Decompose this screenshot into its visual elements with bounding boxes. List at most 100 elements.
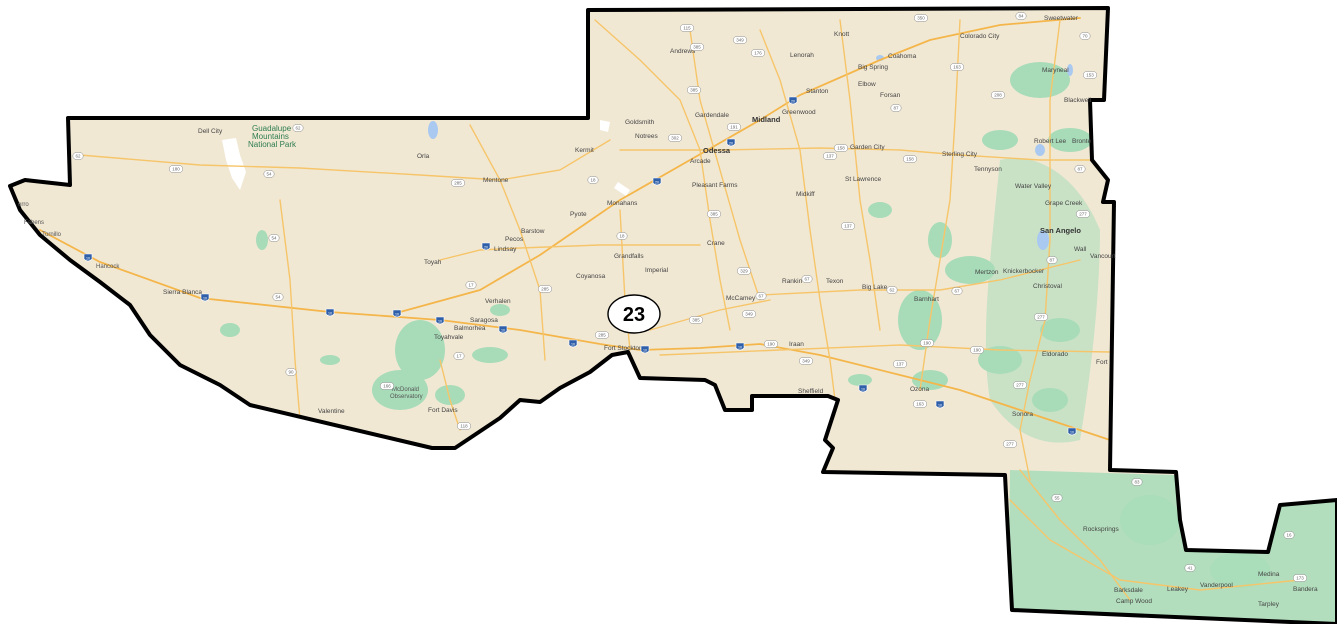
place-barnhart: Barnhart bbox=[914, 296, 939, 303]
place-arcade: Arcade bbox=[690, 158, 711, 165]
route-shield-icon bbox=[285, 368, 297, 376]
place-toyah: Toyah bbox=[424, 259, 442, 266]
highway-shield-tx18-b: 18 bbox=[616, 232, 628, 240]
highway-shield-label: 277 bbox=[1016, 383, 1024, 388]
highway-shield-tx55: 55 bbox=[1051, 494, 1063, 502]
highway-shield-tx158-a: 158 bbox=[833, 144, 849, 152]
place-greenwood: Greenwood bbox=[782, 109, 816, 116]
highway-shield-label: 54 bbox=[271, 236, 277, 241]
highway-shield-label: 191 bbox=[730, 125, 738, 130]
place-orla: Orla bbox=[417, 153, 430, 160]
highway-shield-tx137-a: 137 bbox=[822, 152, 838, 160]
highway-shield-i10-l: 10 bbox=[1067, 427, 1077, 436]
highway-shield-us67-a: 67 bbox=[755, 292, 767, 300]
highway-shield-i20-a: 20 bbox=[481, 242, 491, 251]
highway-shield-label: 18 bbox=[590, 178, 596, 183]
interstate-shield-icon bbox=[788, 96, 798, 105]
route-shield-icon bbox=[732, 36, 748, 44]
place-imperial: Imperial bbox=[645, 267, 669, 274]
highway-shield-tx54-a: 54 bbox=[263, 170, 275, 178]
highway-shield-i10-g: 10 bbox=[568, 339, 578, 348]
interstate-shield-icon bbox=[200, 293, 210, 302]
route-shield-icon bbox=[456, 422, 472, 430]
highway-shield-label: 158 bbox=[906, 157, 914, 162]
place-pecos: Pecos bbox=[505, 236, 524, 243]
route-shield-icon bbox=[1283, 531, 1295, 539]
place-eldorado: Eldorado bbox=[1042, 351, 1068, 358]
place-knott: Knott bbox=[834, 31, 849, 38]
highway-shield-label: 349 bbox=[802, 359, 810, 364]
route-shield-icon bbox=[949, 63, 965, 71]
route-shield-icon bbox=[587, 176, 599, 184]
highway-shield-label: 302 bbox=[671, 136, 679, 141]
highway-shield-us62-c: 62 bbox=[886, 286, 898, 294]
place-elbow: Elbow bbox=[858, 81, 876, 88]
place-crane: Crane bbox=[707, 240, 725, 247]
place-stanton: Stanton bbox=[806, 88, 829, 95]
highway-shield-label: 18 bbox=[619, 234, 625, 239]
highway-shield-label: 62 bbox=[889, 288, 895, 293]
highway-shield-label: 62 bbox=[295, 126, 301, 131]
highway-shield-tx18-a: 18 bbox=[587, 176, 599, 184]
place-gardendale: Gardendale bbox=[695, 112, 729, 119]
route-shield-icon bbox=[594, 331, 610, 339]
route-shield-icon bbox=[537, 285, 553, 293]
place-big-spring: Big Spring bbox=[858, 64, 888, 71]
place-iraan: Iraan bbox=[789, 341, 804, 348]
highway-shield-us67-b: 67 bbox=[801, 275, 813, 283]
place-kermit: Kermit bbox=[575, 147, 594, 154]
highway-shield-label: 10 bbox=[438, 320, 442, 324]
highway-shield-label: 20 bbox=[655, 181, 659, 185]
place-coahoma: Coahoma bbox=[888, 53, 917, 60]
highway-shield-i10-h: 10 bbox=[640, 345, 650, 354]
highway-shield-label: 70 bbox=[1082, 34, 1088, 39]
place-midland: Midland bbox=[752, 115, 781, 124]
highway-shield-label: 385 bbox=[710, 212, 718, 217]
place-christoval: Christoval bbox=[1033, 283, 1062, 290]
place-sheffield: Sheffield bbox=[798, 388, 824, 395]
route-shield-icon bbox=[1012, 381, 1028, 389]
highway-shield-i10-e: 10 bbox=[435, 316, 445, 325]
highway-shield-us83: 83 bbox=[1131, 478, 1143, 486]
highway-shield-label: 67 bbox=[954, 289, 960, 294]
place-grandfalls: Grandfalls bbox=[614, 253, 644, 260]
highway-shield-label: 54 bbox=[275, 295, 281, 300]
highway-shield-i10-a: 10 bbox=[83, 253, 93, 262]
interstate-shield-icon bbox=[435, 316, 445, 325]
highway-shield-i20-c: 20 bbox=[726, 138, 736, 147]
interstate-shield-icon bbox=[1067, 427, 1077, 436]
route-shield-icon bbox=[919, 339, 935, 347]
place-lindsay: Lindsay bbox=[494, 246, 517, 253]
place-grape-creek: Grape Creek bbox=[1045, 200, 1083, 207]
highway-shield-label: 277 bbox=[1079, 212, 1087, 217]
interstate-shield-icon bbox=[652, 177, 662, 186]
route-shield-icon bbox=[616, 232, 628, 240]
place-vancourt: Vancourt bbox=[1090, 253, 1116, 260]
highway-shield-us180: 180 bbox=[168, 165, 184, 173]
highway-shield-label: 67 bbox=[758, 294, 764, 299]
highway-shield-label: 20 bbox=[791, 100, 795, 104]
highway-shield-label: 190 bbox=[767, 342, 775, 347]
highway-shield-label: 118 bbox=[460, 424, 468, 429]
route-shield-icon bbox=[912, 400, 928, 408]
route-shield-icon bbox=[667, 134, 683, 142]
route-shield-icon bbox=[750, 49, 766, 57]
place-bandera: Bandera bbox=[1293, 586, 1318, 593]
highway-shield-us385-c: 385 bbox=[688, 316, 704, 324]
highway-shield-i10-c: 10 bbox=[325, 308, 335, 317]
highway-shield-us385-b: 385 bbox=[706, 210, 722, 218]
highway-shield-us87-a: 87 bbox=[890, 104, 902, 112]
place-barstow: Barstow bbox=[521, 228, 545, 235]
highway-shield-tx16: 16 bbox=[1283, 531, 1295, 539]
highway-shield-label: 349 bbox=[745, 312, 753, 317]
route-shield-icon bbox=[736, 267, 752, 275]
highway-shield-label: 163 bbox=[953, 65, 961, 70]
place-socorro: orro bbox=[18, 202, 29, 208]
route-shield-icon bbox=[801, 275, 813, 283]
place-mcdonald-line1: McDonald bbox=[392, 387, 419, 393]
place-barksdale: Barksdale bbox=[1114, 587, 1143, 594]
place-valentine: Valentine bbox=[318, 408, 345, 415]
interstate-shield-icon bbox=[83, 253, 93, 262]
highway-shield-tx166: 166 bbox=[379, 382, 395, 390]
place-fort-stockton: Fort Stockton bbox=[604, 345, 643, 352]
